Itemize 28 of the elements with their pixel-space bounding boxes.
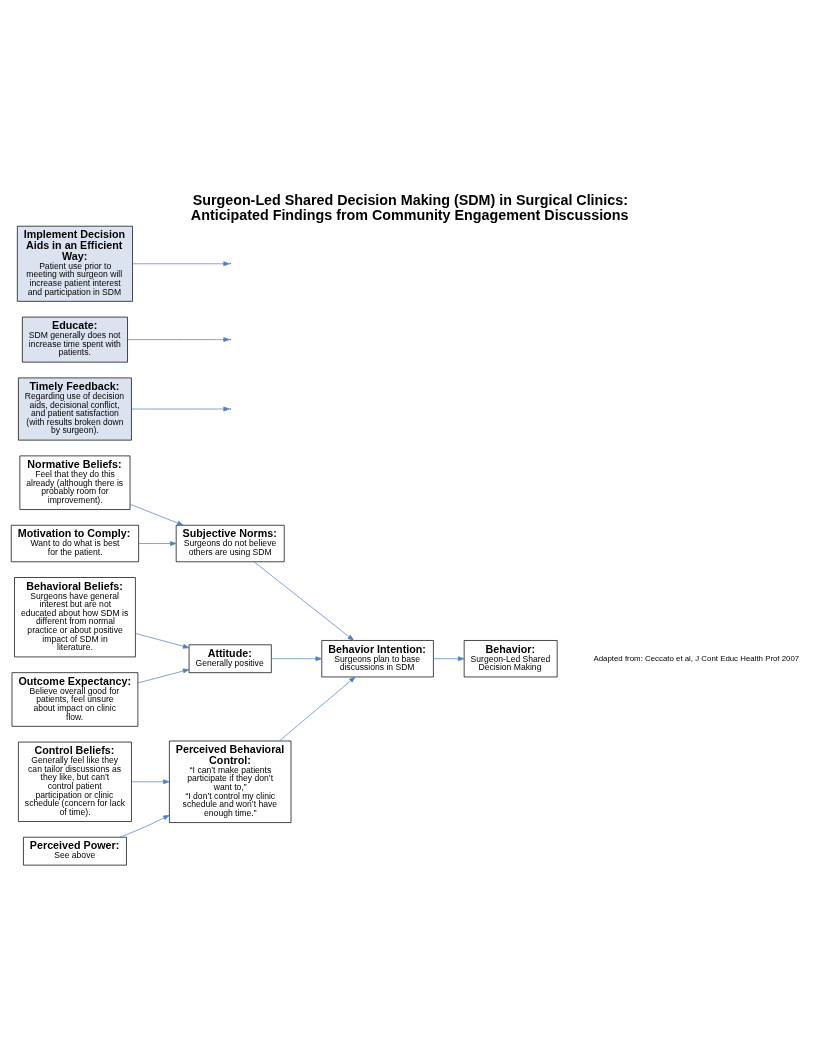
arrow (253, 560, 354, 641)
node-box: Control Beliefs: Generally feel like they can tailor discussions as they like, but can’t control patient participation or clinic schedule (concern for lack of time). (18, 741, 132, 822)
arrow (138, 540, 177, 546)
node-box: Subjective Norms: Surgeons do not believe others are using SDM (175, 524, 285, 562)
node-box: Timely Feedback: Regarding use of decision aids, decisional conflict, and patient satisfaction (with results broken down by surgeon). (18, 377, 132, 440)
node-box: Perceived Behavioral Control: “I can’t make patients participate if they don’t want to,” “I don’t control my clinic schedule and won’t have enough time.” (169, 740, 292, 823)
arrow (271, 655, 322, 661)
arrow (135, 632, 190, 649)
node-box: Educate: SDM generally does not increase time spent with patients. (22, 316, 128, 362)
arrow (129, 503, 184, 526)
arrow (433, 655, 465, 661)
node-box: Behavior Intention: Surgeons plan to base discussions in SDM (321, 639, 434, 677)
node-box: Motivation to Comply: Want to do what is best for the patient. (10, 524, 139, 562)
node-box: Implement Decision Aids in an Efficient Way: Patient use prior to meeting with surgeon will increase patient interest and participation in SDM (17, 225, 133, 302)
arrow (131, 406, 230, 411)
arrow (132, 260, 230, 266)
node-box: Behavioral Beliefs: Surgeons have general interest but are not educated about how SDM is different from normal practice or about positive impact of SDM in literature. (14, 576, 136, 657)
node-box: Normative Beliefs: Feel that they do this already (although there is probably room for improvement). (19, 455, 131, 510)
arrow (119, 814, 170, 837)
arrow (131, 778, 170, 784)
label: Adapted from: Ceccato et al, J Cont Educ Health Prof 2007 (593, 653, 800, 663)
diagram-title: Surgeon-Led Shared Decision Making (SDM) in Surgical Clinics: Anticipated Findings from Community Engagement Discussions (190, 191, 629, 223)
arrow (278, 676, 356, 741)
node-box: Attitude: Generally positive (188, 643, 272, 673)
arrow (137, 668, 190, 683)
node-box: Behavior: Surgeon-Led Shared Decision Making (463, 639, 558, 677)
node-box: Perceived Power: See above (23, 836, 127, 865)
node-box: Outcome Expectancy: Believe overall good for patients, feel unsure about impact on clinic flow. (11, 671, 139, 727)
